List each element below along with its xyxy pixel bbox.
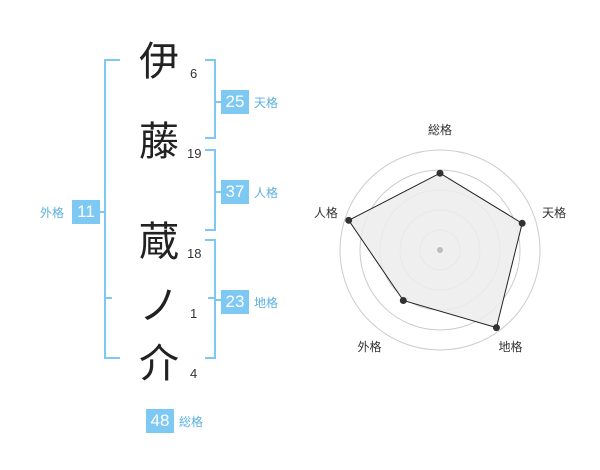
- name-char-5: 介: [139, 341, 179, 387]
- stroke-count-5: 4: [190, 366, 198, 381]
- chikaku-value: 23: [221, 290, 249, 314]
- radar-axis-label: 地格: [499, 339, 523, 354]
- chikaku-label: 地格: [254, 296, 279, 310]
- radar-point: [436, 169, 444, 177]
- name-char-3: 蔵: [139, 219, 179, 265]
- radar-axis-label: 外格: [357, 339, 381, 354]
- jinkaku-bracket: [205, 149, 216, 231]
- radar-point: [492, 324, 500, 332]
- radar-center: [437, 247, 443, 253]
- stroke-count-1: 6: [190, 66, 198, 81]
- jinkaku-value: 37: [221, 180, 249, 204]
- tenkaku-bracket: [205, 59, 216, 139]
- name-char-1: 伊: [139, 39, 179, 85]
- soukaku-label: 総格: [179, 415, 204, 429]
- radar-polygon: [347, 172, 523, 329]
- jinkaku-label: 人格: [254, 186, 279, 200]
- gaikaku-value: 11: [72, 200, 100, 224]
- radar-point: [518, 219, 526, 227]
- stroke-count-3: 18: [187, 246, 202, 261]
- radar-axis-label: 天格: [542, 205, 566, 220]
- chikaku-bracket: [205, 239, 216, 359]
- name-char-4: ノ: [139, 283, 179, 329]
- stroke-count-2: 19: [187, 146, 202, 161]
- tenkaku-label: 天格: [254, 96, 279, 110]
- radar-ring: [339, 149, 541, 351]
- radar-axis-label: 総格: [428, 122, 452, 137]
- gaikaku-label: 外格: [40, 206, 65, 220]
- stroke-count-4: 1: [190, 306, 198, 321]
- soukaku-value: 48: [146, 409, 174, 433]
- radar-axis-label: 人格: [314, 205, 338, 220]
- tenkaku-value: 25: [221, 90, 249, 114]
- radar-point: [399, 296, 407, 304]
- radar-point: [345, 216, 353, 224]
- gaikaku-bracket: [104, 59, 120, 359]
- name-char-2: 藤: [139, 119, 179, 165]
